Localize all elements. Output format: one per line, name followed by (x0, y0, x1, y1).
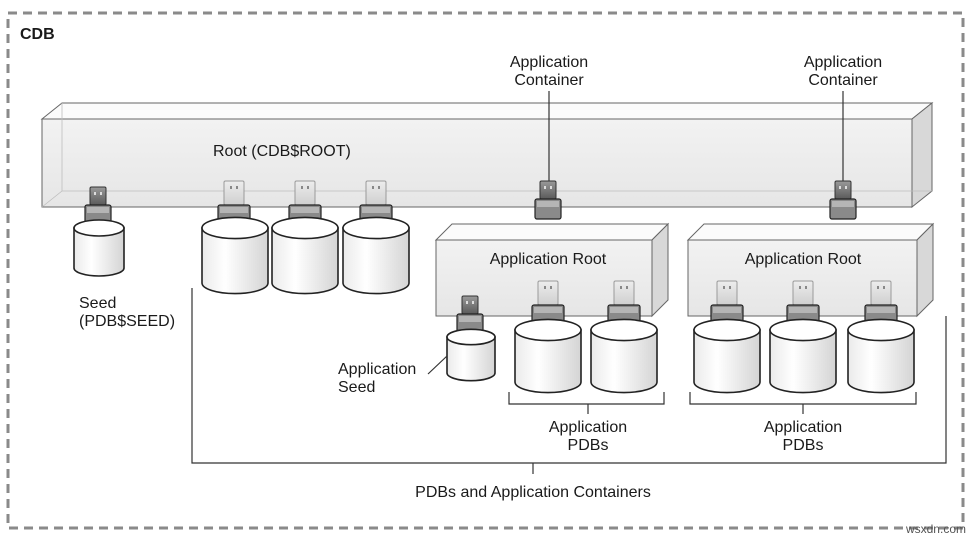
pdb-cylinder-2 (271, 216, 339, 295)
application-root-2-label: Application Root (745, 251, 862, 268)
app-container-2-label-line1: Application (804, 54, 882, 71)
app-pdbs-2-bracket (689, 392, 917, 405)
application-seed-cylinder (446, 328, 496, 382)
app-pdbs-1-label-line2: PDBs (568, 437, 609, 454)
database-cylinders (73, 216, 915, 394)
application-root-1-label: Application Root (490, 251, 607, 268)
pdb-cylinder-3 (342, 216, 410, 295)
app-seed-label-line2: Seed (338, 379, 375, 396)
seed-cylinder (73, 219, 125, 277)
app-seed-leader (427, 355, 448, 375)
app-pdb-cylinder-2 (590, 318, 658, 394)
watermark: wsxdn.com (905, 522, 966, 536)
app-container-1-plug (534, 180, 562, 220)
app-seed-label-line1: Application (338, 361, 416, 378)
cdb-label: CDB (20, 26, 55, 43)
plug-connectors (84, 180, 898, 335)
app-pdb-cylinder-1 (514, 318, 582, 394)
seed-label-line1: Seed (79, 295, 116, 312)
app-container-1-label-line2: Container (514, 72, 584, 89)
pdbs-and-app-containers-bracket (191, 288, 947, 464)
app-container-1-label-line1: Application (510, 54, 588, 71)
pdbs-and-app-containers-label: PDBs and Application Containers (415, 484, 651, 501)
app-pdbs-1-bracket (508, 392, 665, 405)
app-pdb-cylinder-4 (769, 318, 837, 394)
app-pdbs-2-label-line1: Application (764, 419, 842, 436)
app-pdbs-1-label-line1: Application (549, 419, 627, 436)
app-container-2-plug (829, 180, 857, 220)
app-pdbs-2-label-line2: PDBs (783, 437, 824, 454)
app-pdb-cylinder-5 (847, 318, 915, 394)
pdb-cylinder-1 (201, 216, 269, 295)
pdb-plug-2 (288, 180, 322, 226)
root-label: Root (CDB$ROOT) (213, 143, 351, 160)
app-pdb-cylinder-3 (693, 318, 761, 394)
cdb-root-box (40, 101, 934, 209)
seed-label-line2: (PDB$SEED) (79, 313, 175, 330)
app-container-2-label-line2: Container (808, 72, 878, 89)
